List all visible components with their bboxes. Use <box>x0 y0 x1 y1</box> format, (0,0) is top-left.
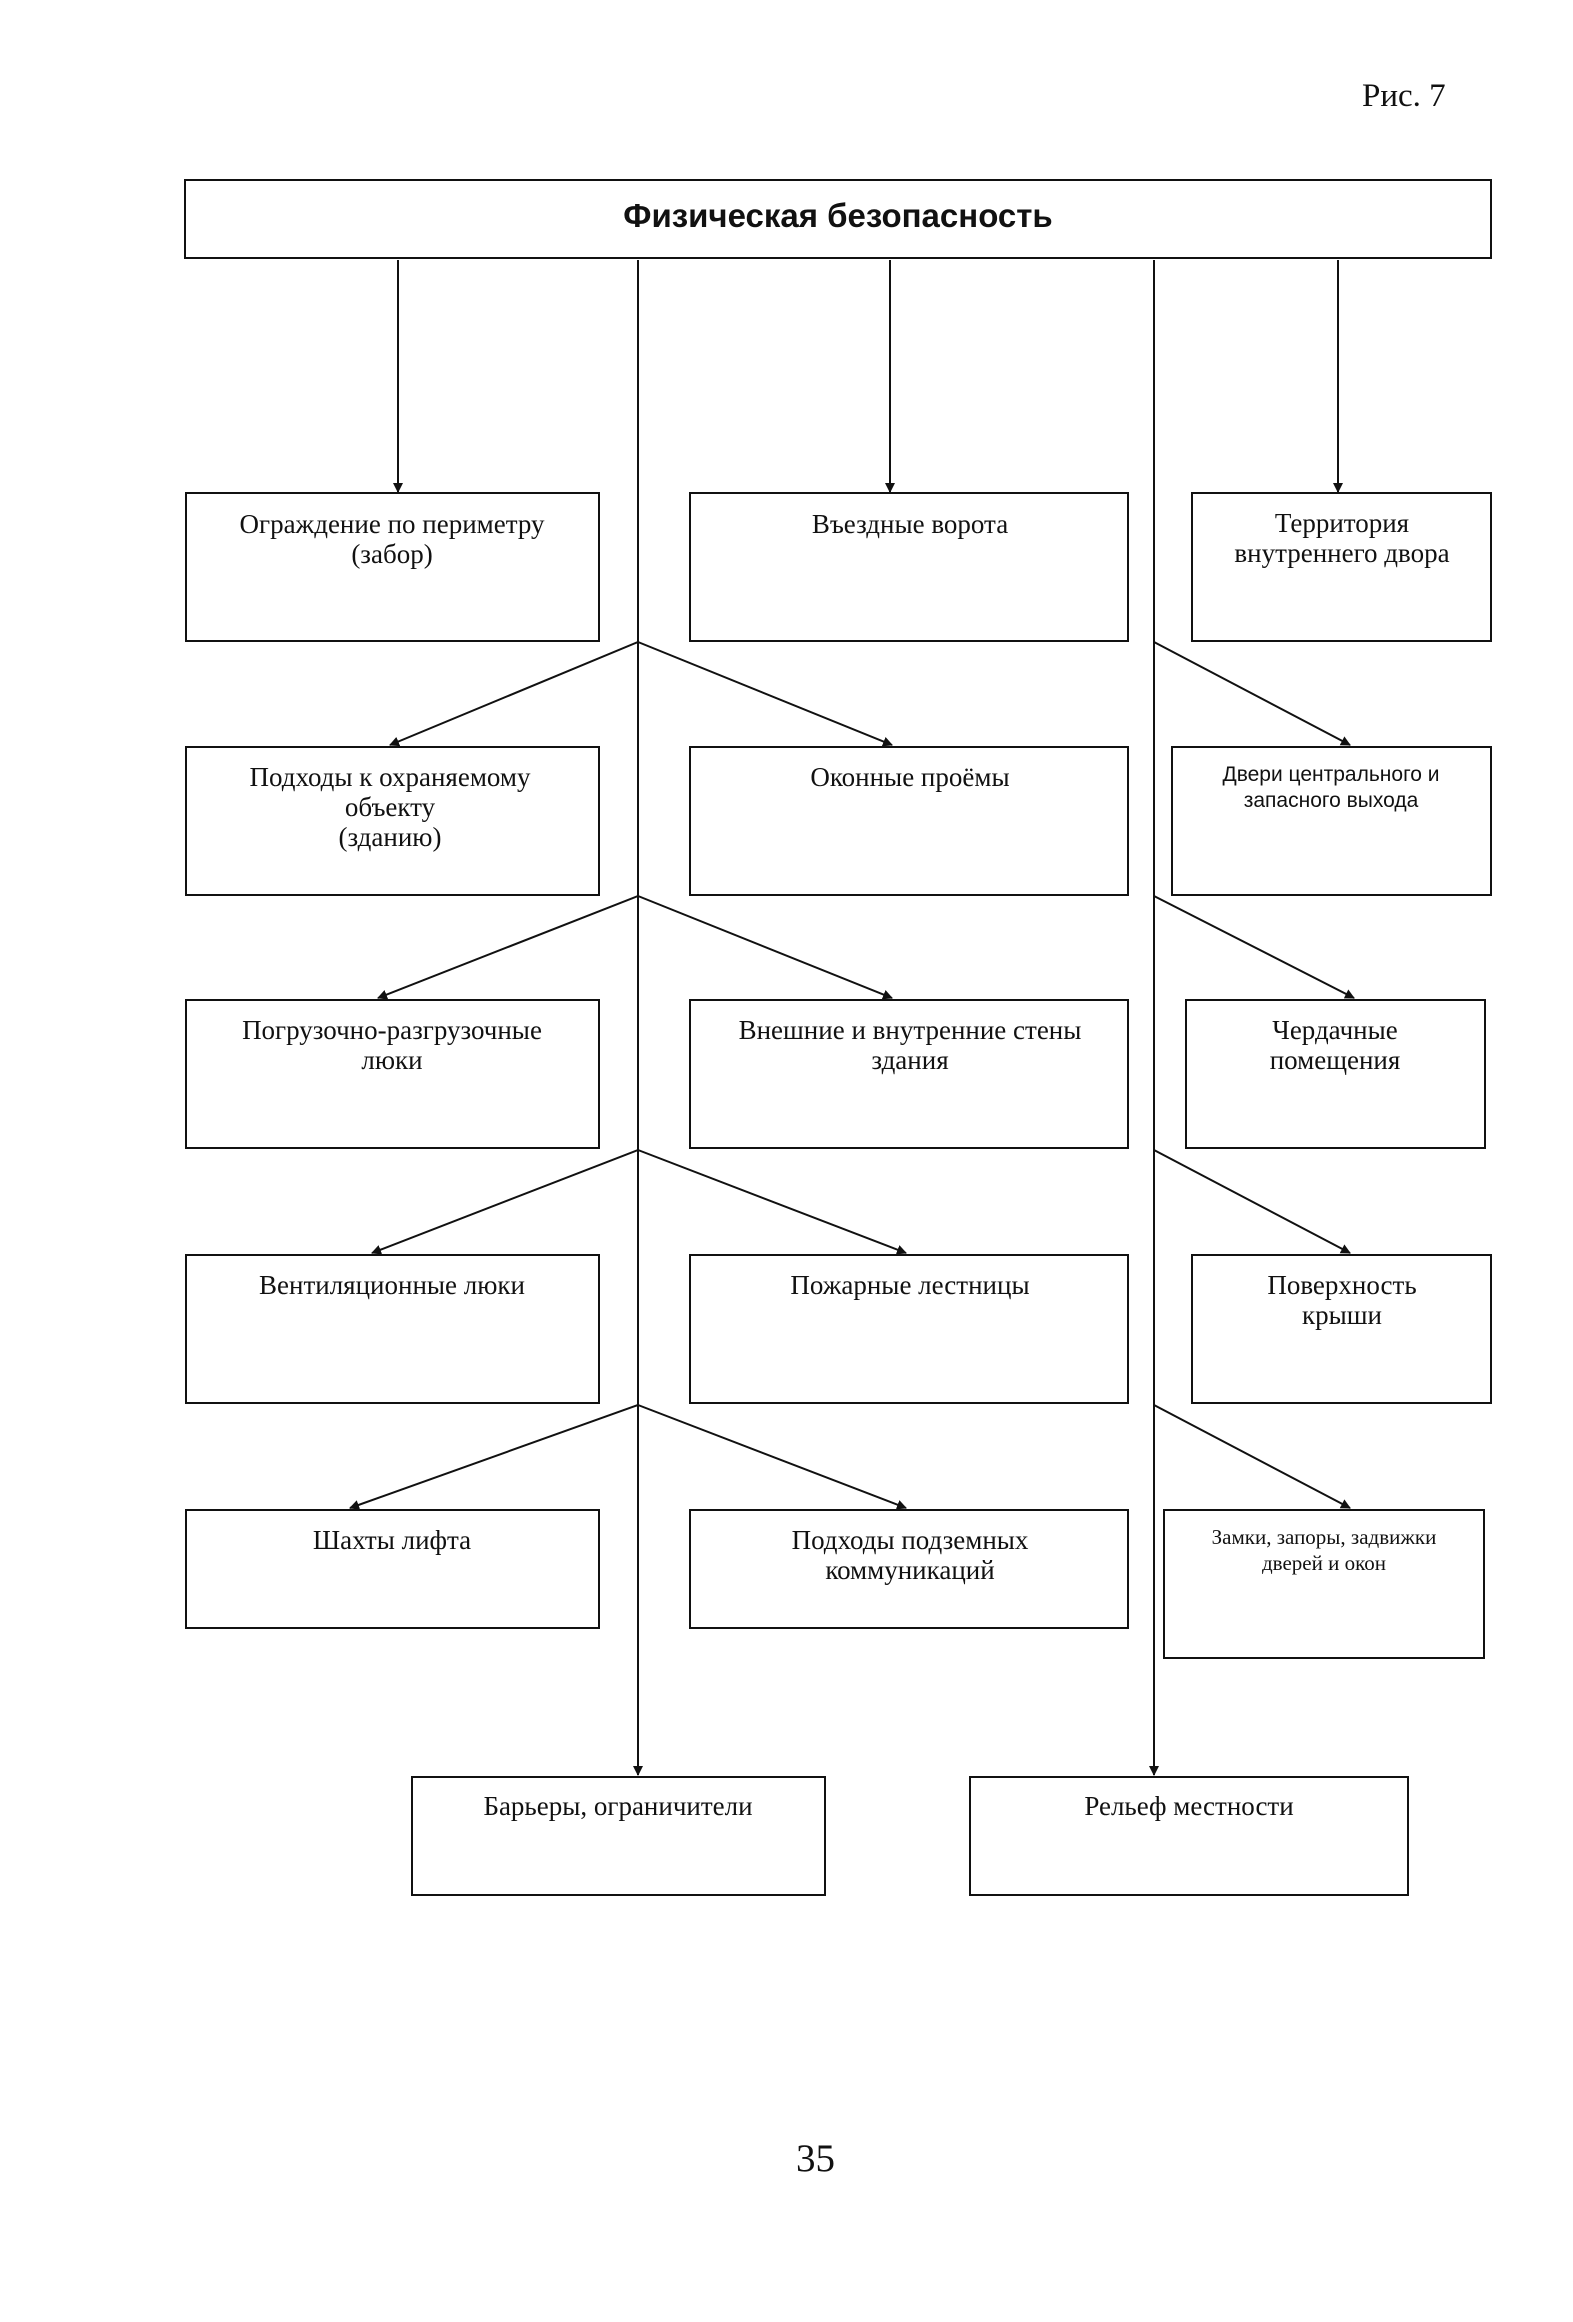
node-label-line: (зданию) <box>339 822 442 852</box>
node-label-line: Барьеры, ограничители <box>483 1791 752 1821</box>
node-window-openings-text: Оконные проёмы <box>810 762 1009 792</box>
node-doors-text: Двери центрального и запасного выхода <box>1222 763 1439 812</box>
title-text: Физическая безопасность <box>623 197 1052 234</box>
node-barriers: Барьеры, ограничители <box>411 1776 826 1896</box>
node-elevator-shafts: Шахты лифта <box>185 1509 600 1629</box>
arrow-to-walls <box>637 895 893 1000</box>
node-window-openings: Оконные проёмы <box>689 746 1129 896</box>
node-label-line: Погрузочно-разгрузочные <box>242 1015 542 1045</box>
node-perimeter-fence: Ограждение по периметру(забор) <box>185 492 600 642</box>
node-label-line: Въездные ворота <box>812 509 1008 539</box>
node-label-line: Двери центрального и <box>1222 763 1439 786</box>
node-label-line: помещения <box>1270 1045 1401 1075</box>
node-terrain-text: Рельеф местности <box>1084 1791 1293 1821</box>
node-label-line: (забор) <box>351 539 432 569</box>
node-label-line: Пожарные лестницы <box>790 1270 1029 1300</box>
arrow-to-approaches <box>389 641 639 747</box>
node-perimeter-fence-text: Ограждение по периметру(забор) <box>240 509 545 569</box>
arrow-to-locks <box>1153 1404 1351 1509</box>
node-label-line: Вентиляционные люки <box>259 1270 525 1300</box>
node-label-line: Подходы к охраняемому <box>250 762 531 792</box>
arrow-to-roof-surface <box>1153 1149 1351 1254</box>
title-box: Физическая безопасность <box>184 179 1492 259</box>
node-label-line: коммуникаций <box>825 1555 994 1585</box>
arrow-to-vent-hatches <box>371 1149 639 1255</box>
arrow-to-elevator-shafts <box>349 1404 639 1510</box>
figure-label: Рис. 7 <box>1362 78 1446 114</box>
node-label-line: запасного выхода <box>1244 789 1419 812</box>
arrow-to-underground-utilities <box>637 1404 907 1510</box>
node-fire-escapes: Пожарные лестницы <box>689 1254 1129 1404</box>
node-label-line: Территория <box>1275 508 1409 538</box>
page-number: 35 <box>796 2137 835 2180</box>
node-label-line: объекту <box>345 792 436 822</box>
arrow-to-window-openings <box>637 641 893 747</box>
node-label-line: Замки, запоры, задвижки <box>1212 1525 1437 1549</box>
node-label-line: Внешние и внутренние стены <box>739 1015 1082 1045</box>
node-label-line: Оконные проёмы <box>810 762 1009 792</box>
node-doors: Двери центрального и запасного выхода <box>1171 746 1492 896</box>
node-entry-gates-text: Въездные ворота <box>812 509 1008 539</box>
connectors <box>349 260 1355 1776</box>
arrow-to-doors <box>1153 641 1351 746</box>
node-terrain: Рельеф местности <box>969 1776 1409 1896</box>
node-label-line: Подходы подземных <box>792 1525 1029 1555</box>
node-entry-gates: Въездные ворота <box>689 492 1129 642</box>
node-elevator-shafts-text: Шахты лифта <box>313 1525 471 1555</box>
node-barriers-text: Барьеры, ограничители <box>483 1791 752 1821</box>
arrow-to-loading-hatches <box>377 895 639 1000</box>
arrow-to-attic <box>1153 895 1355 999</box>
node-vent-hatches-text: Вентиляционные люки <box>259 1270 525 1300</box>
node-label-line: Рельеф местности <box>1084 1791 1293 1821</box>
node-label-line: здания <box>871 1045 948 1075</box>
node-label-line: внутреннего двора <box>1234 538 1449 568</box>
node-vent-hatches: Вентиляционные люки <box>185 1254 600 1404</box>
node-label-line: Шахты лифта <box>313 1525 471 1555</box>
node-label-line: крыши <box>1302 1300 1382 1330</box>
node-label-line: Ограждение по периметру <box>240 509 545 539</box>
node-label-line: дверей и окон <box>1262 1551 1386 1575</box>
node-label-line: Поверхность <box>1267 1270 1416 1300</box>
arrow-to-fire-escapes <box>637 1149 907 1255</box>
node-label-line: Чердачные <box>1272 1015 1397 1045</box>
node-label-line: люки <box>361 1045 422 1075</box>
node-fire-escapes-text: Пожарные лестницы <box>790 1270 1029 1300</box>
